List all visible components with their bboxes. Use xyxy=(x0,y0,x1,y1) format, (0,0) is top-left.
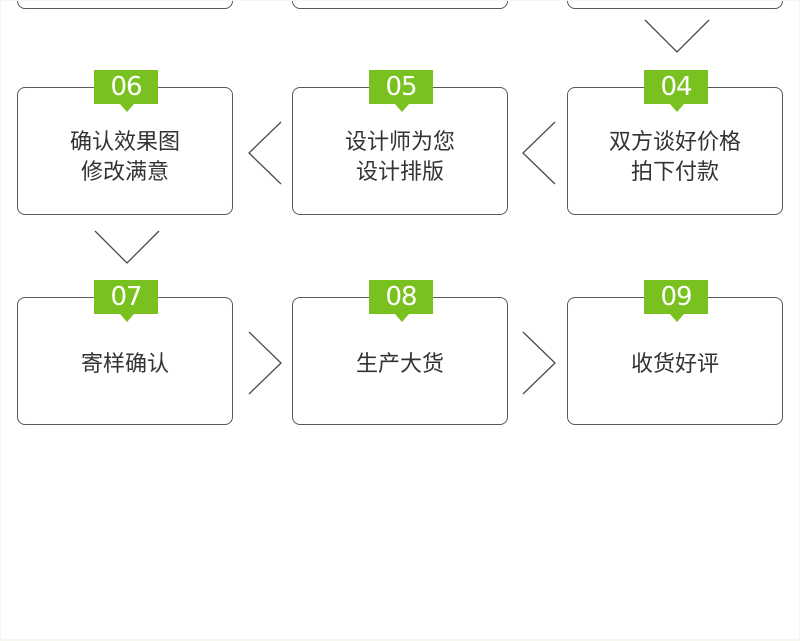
step-08-number-badge: 08 xyxy=(369,280,433,322)
step-09-text: 收货好评 xyxy=(568,350,782,380)
step-04-number-badge: 04 xyxy=(644,70,708,112)
left-arrow-icon xyxy=(522,121,556,185)
step-08-line1: 生产大货 xyxy=(355,352,444,377)
step-02-box-clipped xyxy=(292,1,508,9)
step-03-box-clipped xyxy=(567,1,783,9)
step-07-line1: 寄样确认 xyxy=(80,352,169,377)
step-09-number-badge: 09 xyxy=(644,280,708,322)
step-07-number-badge: 07 xyxy=(94,280,158,322)
step-04-line1: 双方谈好价格 xyxy=(608,130,741,155)
right-arrow-icon xyxy=(522,331,556,395)
step-01-box-clipped xyxy=(17,1,233,9)
step-04-text: 双方谈好价格 拍下付款 xyxy=(568,128,782,188)
step-09-line1: 收货好评 xyxy=(630,352,719,377)
step-07-box: 07 寄样确认 xyxy=(17,280,233,425)
step-06-text: 确认效果图 修改满意 xyxy=(18,128,232,188)
step-09-box: 09 收货好评 xyxy=(567,280,783,425)
down-arrow-icon xyxy=(644,19,710,53)
step-08-text: 生产大货 xyxy=(293,350,507,380)
step-04-box: 04 双方谈好价格 拍下付款 xyxy=(567,70,783,215)
step-06-box: 06 确认效果图 修改满意 xyxy=(17,70,233,215)
step-06-line1: 确认效果图 xyxy=(69,130,180,155)
step-05-box: 05 设计师为您 设计排版 xyxy=(292,70,508,215)
step-06-number-badge: 06 xyxy=(94,70,158,112)
step-05-text: 设计师为您 设计排版 xyxy=(293,128,507,188)
step-06-line2: 修改满意 xyxy=(80,160,169,185)
step-08-box: 08 生产大货 xyxy=(292,280,508,425)
left-arrow-icon xyxy=(248,121,282,185)
right-arrow-icon xyxy=(248,331,282,395)
step-04-line2: 拍下付款 xyxy=(630,160,719,185)
down-arrow-icon xyxy=(94,230,160,264)
step-05-line1: 设计师为您 xyxy=(344,130,455,155)
step-05-line2: 设计排版 xyxy=(355,160,444,185)
step-05-number-badge: 05 xyxy=(369,70,433,112)
step-07-text: 寄样确认 xyxy=(18,350,232,380)
